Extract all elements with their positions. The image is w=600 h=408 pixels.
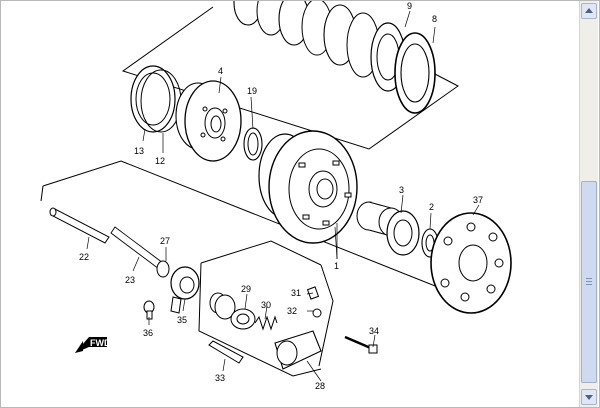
callout-27: 27 bbox=[160, 236, 170, 246]
scroll-up-button[interactable] bbox=[581, 3, 597, 19]
grip-line bbox=[586, 284, 592, 285]
scroll-down-button[interactable] bbox=[581, 389, 597, 405]
bolt-part-34 bbox=[344, 335, 378, 354]
clutch-exploded-diagram: FWD bbox=[3, 1, 579, 405]
callout-28: 28 bbox=[315, 381, 325, 391]
fwd-label: FWD bbox=[90, 338, 111, 348]
callout-12: 12 bbox=[155, 156, 165, 166]
callout-19: 19 bbox=[247, 86, 257, 96]
callout-35: 35 bbox=[177, 315, 187, 325]
callout-3: 3 bbox=[399, 185, 404, 195]
bearing-part-3 bbox=[356, 201, 420, 256]
callout-8: 8 bbox=[432, 14, 437, 24]
diagram-canvas: FWD bbox=[40, 1, 512, 391]
primary-gear-part-4 bbox=[175, 80, 242, 162]
callout-33: 33 bbox=[215, 373, 225, 383]
gear-part-37 bbox=[430, 212, 512, 314]
callout-34: 34 bbox=[369, 326, 379, 336]
fwd-arrow-icon: FWD bbox=[75, 337, 111, 353]
leader-lines bbox=[86, 10, 480, 382]
callout-23: 23 bbox=[125, 275, 135, 285]
callout-30: 30 bbox=[261, 300, 271, 310]
push-rods bbox=[49, 207, 164, 270]
ring-part-13 bbox=[130, 65, 182, 133]
chevron-down-icon bbox=[585, 395, 593, 400]
callout-29: 29 bbox=[241, 284, 251, 294]
callout-4: 4 bbox=[218, 66, 223, 76]
callout-13: 13 bbox=[134, 146, 144, 156]
release-assembly bbox=[208, 286, 322, 370]
grip-line bbox=[586, 278, 592, 279]
washer-part-19 bbox=[243, 127, 263, 161]
callout-1: 1 bbox=[334, 261, 339, 271]
release-arm-part-35 bbox=[156, 260, 200, 314]
scroll-thumb[interactable] bbox=[581, 181, 597, 383]
callout-9: 9 bbox=[407, 1, 412, 11]
grip-line bbox=[586, 281, 592, 282]
callout-32: 32 bbox=[287, 306, 297, 316]
vertical-scrollbar[interactable] bbox=[579, 1, 598, 407]
clutch-housing bbox=[258, 130, 358, 244]
callout-2: 2 bbox=[429, 202, 434, 212]
bolt-part-36 bbox=[143, 300, 155, 320]
clutch-plate-stack bbox=[233, 1, 436, 114]
callout-31: 31 bbox=[291, 288, 301, 298]
callout-36: 36 bbox=[143, 328, 153, 338]
chevron-up-icon bbox=[585, 8, 593, 13]
callout-37: 37 bbox=[473, 195, 483, 205]
callout-22: 22 bbox=[79, 252, 89, 262]
callout-labels: 9 8 4 19 13 12 3 2 37 1 22 23 27 35 36 2… bbox=[79, 1, 483, 391]
